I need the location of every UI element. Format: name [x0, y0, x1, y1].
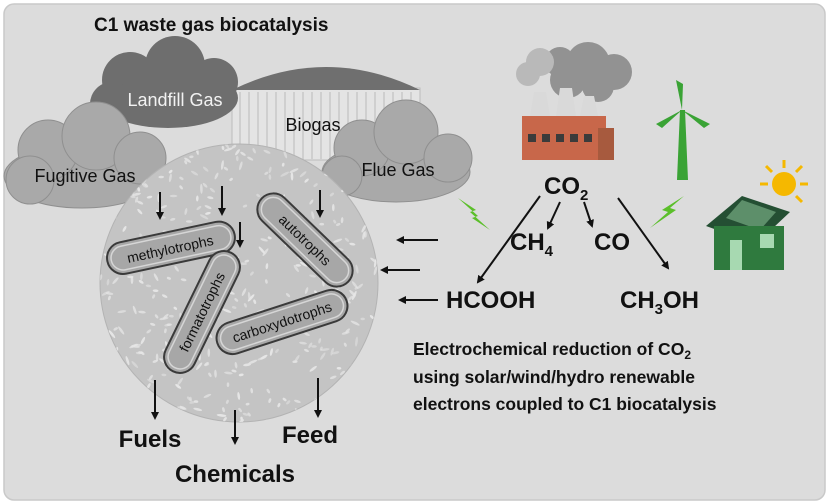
reduction-arrows — [476, 195, 670, 284]
molecule-co2: CO2 — [544, 173, 588, 204]
molecule-co: CO — [594, 229, 630, 256]
label-fuels: Fuels — [119, 426, 182, 453]
lightning-left-icon — [458, 198, 490, 230]
wind-turbine-icon — [656, 80, 710, 180]
capsule-autotrophs — [256, 192, 354, 288]
fugitive-gas-cloud — [3, 101, 167, 209]
factory-icon — [516, 42, 632, 160]
landfill-gas-cloud — [90, 36, 238, 128]
caption-line-3: electrons coupled to C1 biocatalysis — [413, 394, 717, 414]
flue-gas-cloud — [321, 99, 473, 203]
capsule-methylotrophs — [106, 220, 236, 275]
molecule-hcooh: HCOOH — [446, 287, 535, 314]
diagram-title: C1 waste gas biocatalysis — [94, 15, 328, 36]
capsule-formatotrophs — [163, 250, 241, 374]
molecule-ch3oh: CH3OH — [620, 287, 699, 318]
capsule-carboxydotrophs — [215, 288, 349, 356]
label-biogas: Biogas — [285, 115, 340, 135]
caption-line-2: using solar/wind/hydro renewable — [413, 367, 695, 387]
label-feed: Feed — [282, 422, 338, 449]
solar-house-icon — [706, 160, 808, 270]
molecule-ch4: CH4 — [510, 229, 554, 260]
product-arrows — [151, 378, 322, 445]
label-flue-gas: Flue Gas — [361, 160, 434, 180]
label-chemicals: Chemicals — [175, 461, 295, 488]
label-landfill-gas: Landfill Gas — [127, 90, 222, 110]
caption-line-1: Electrochemical reduction of CO2 — [413, 339, 691, 362]
caption: Electrochemical reduction of CO2 using s… — [413, 339, 717, 414]
inflow-arrows-right — [380, 236, 438, 304]
label-fugitive-gas: Fugitive Gas — [34, 166, 135, 186]
gas-inflow-arrows — [156, 186, 324, 248]
